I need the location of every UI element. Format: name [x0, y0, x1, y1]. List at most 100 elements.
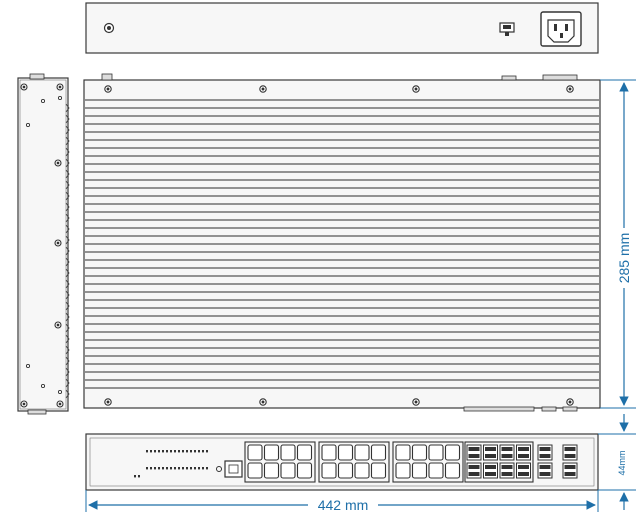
sfp-group-frame: [464, 441, 534, 483]
sfp-port: [562, 462, 578, 479]
screw-icon: [20, 83, 28, 91]
sfp-port: [499, 462, 515, 479]
vent-notch: [65, 257, 70, 267]
rj45-group: [318, 441, 390, 483]
sfp-port: [483, 462, 498, 479]
vent-notch: [65, 378, 70, 388]
led-indicator: [138, 475, 140, 478]
depth-dimension: 285 mm: [600, 79, 636, 409]
rj45-port: [337, 462, 354, 479]
rj45-port: [395, 444, 411, 461]
led-indicator: [158, 467, 160, 470]
rj45-port: [296, 462, 313, 479]
led-indicator: [158, 450, 160, 453]
led-indicator: [166, 450, 168, 453]
vent-notch: [65, 301, 70, 311]
led-indicator: [154, 467, 156, 470]
rj45-group: [392, 441, 464, 483]
vent-notch: [65, 246, 70, 256]
sfp-port: [516, 462, 531, 479]
top-panel-view: [83, 73, 601, 412]
led-indicator: [150, 467, 152, 470]
led-indicator: [198, 467, 200, 470]
led-indicator: [182, 467, 184, 470]
height-label: 44mm: [617, 450, 627, 475]
rj45-group: [244, 441, 316, 483]
screw-icon: [412, 85, 420, 93]
rj45-port: [247, 444, 263, 461]
screw-icon: [259, 85, 267, 93]
sfp-port: [537, 444, 553, 461]
vent-notch: [65, 345, 70, 355]
vent-notch: [65, 389, 70, 399]
vent-notch: [65, 136, 70, 146]
vent-notch: [65, 334, 70, 344]
screw-icon: [566, 398, 574, 406]
sfp-port: [466, 444, 482, 461]
rj45-group-frame: [318, 441, 390, 483]
led-indicator: [174, 450, 176, 453]
console-port-icon: [499, 22, 515, 36]
vent-notch: [65, 356, 70, 366]
height-dimension: 44mm: [598, 414, 636, 510]
vent-notch: [65, 224, 70, 234]
screw-icon: [259, 398, 267, 406]
rj45-port: [395, 462, 411, 479]
vent-notch: [65, 191, 70, 201]
vent-notch: [65, 235, 70, 245]
vent-notch: [65, 290, 70, 300]
led-indicator: [206, 450, 208, 453]
screw-icon: [104, 398, 112, 406]
vent-notch: [65, 323, 70, 333]
hole-icon: [57, 95, 63, 101]
rj45-port: [444, 462, 461, 479]
vent-notch: [65, 268, 70, 278]
vent-notch: [65, 125, 70, 135]
vent-notch: [65, 202, 70, 212]
heat-sink-fins: [85, 99, 599, 389]
screw-icon: [412, 398, 420, 406]
led-indicator: [162, 467, 164, 470]
power-inlet-icon: [540, 11, 582, 47]
rj45-port: [428, 462, 444, 479]
led-indicator: [174, 467, 176, 470]
vent-notch: [65, 147, 70, 157]
led-indicator: [178, 467, 180, 470]
vent-notch: [65, 169, 70, 179]
hole-icon: [25, 122, 31, 128]
screw-icon: [566, 85, 574, 93]
sfp-port-groups: [464, 441, 578, 483]
led-indicator: [146, 467, 148, 470]
width-label: 442 mm: [318, 497, 369, 513]
led-indicator: [154, 450, 156, 453]
led-indicator: [186, 467, 188, 470]
rj45-port: [280, 462, 296, 479]
screw-icon: [104, 85, 112, 93]
led-indicator: [190, 467, 192, 470]
sfp-uplink-group: [537, 444, 578, 479]
rj45-port: [263, 462, 280, 479]
vent-notch: [65, 213, 70, 223]
led-indicator: [202, 450, 204, 453]
sfp-port: [483, 444, 498, 461]
led-indicator: [146, 450, 148, 453]
rj45-port: [321, 444, 337, 461]
sfp-port: [499, 444, 515, 461]
screw-icon: [54, 159, 62, 167]
rear-panel-view: [85, 2, 599, 54]
sfp-port: [516, 444, 531, 461]
top-screws: [104, 85, 574, 406]
led-indicator: [206, 467, 208, 470]
rj45-port: [354, 444, 370, 461]
led-indicator: [190, 450, 192, 453]
depth-label: 285 mm: [616, 233, 632, 284]
status-led-rows: [134, 450, 208, 478]
led-indicator: [202, 467, 204, 470]
screw-icon: [56, 400, 64, 408]
rj45-group-frame: [392, 441, 464, 483]
led-indicator: [186, 450, 188, 453]
led-indicator: [178, 450, 180, 453]
led-indicator: [170, 467, 172, 470]
width-dimension: 442 mm: [85, 490, 599, 513]
